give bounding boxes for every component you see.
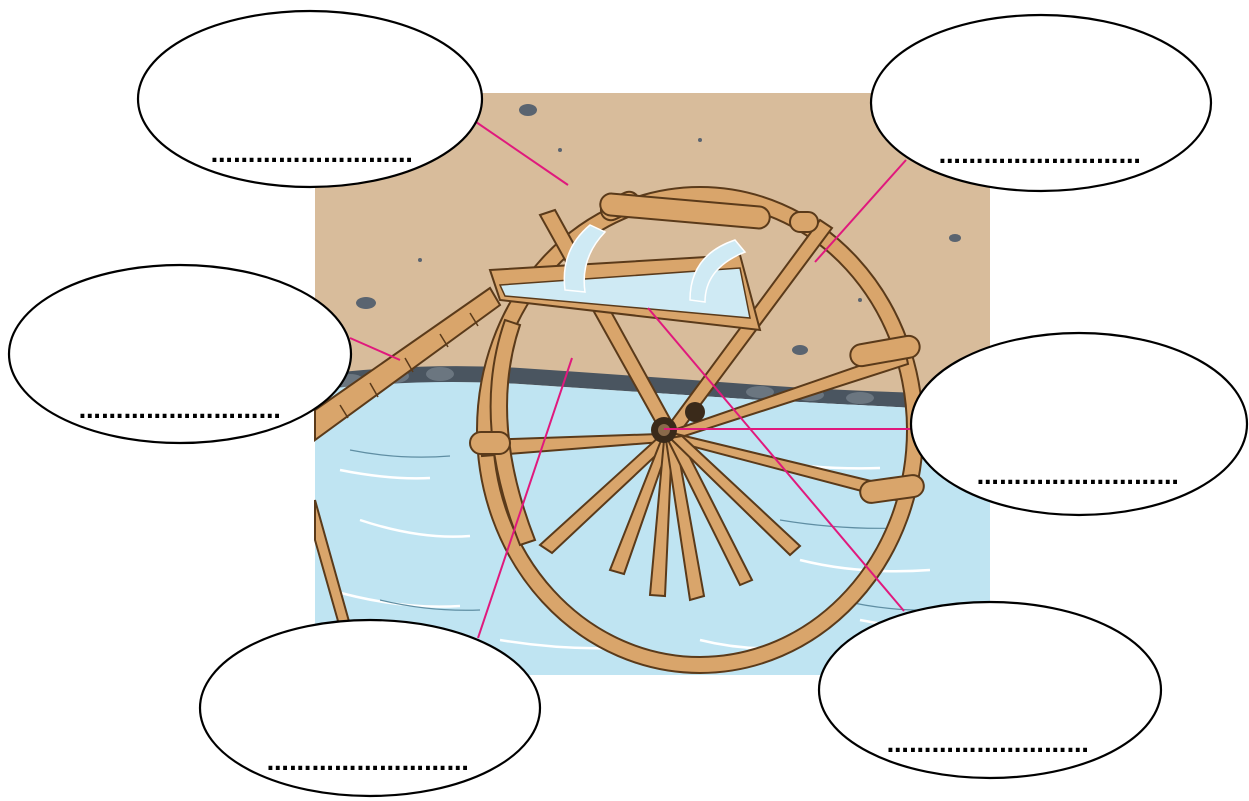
label-bubble-top-right[interactable]: ………………………	[871, 15, 1211, 191]
label-bubble-top-left[interactable]: ………………………	[138, 11, 482, 187]
answer-blank: ………………………	[79, 399, 282, 424]
answer-blank: ………………………	[211, 143, 414, 168]
label-bubble-mid-left[interactable]: ………………………	[9, 265, 351, 443]
label-bubble-bottom-right[interactable]: ………………………	[819, 602, 1161, 778]
answer-blank: ………………………	[267, 751, 470, 776]
label-bubble-bottom-left[interactable]: ………………………	[200, 620, 540, 796]
answer-blank: ………………………	[939, 144, 1142, 169]
label-bubble-mid-right[interactable]: ………………………	[911, 333, 1247, 515]
answer-blank: ………………………	[887, 733, 1090, 758]
answer-blank: ………………………	[977, 465, 1180, 490]
